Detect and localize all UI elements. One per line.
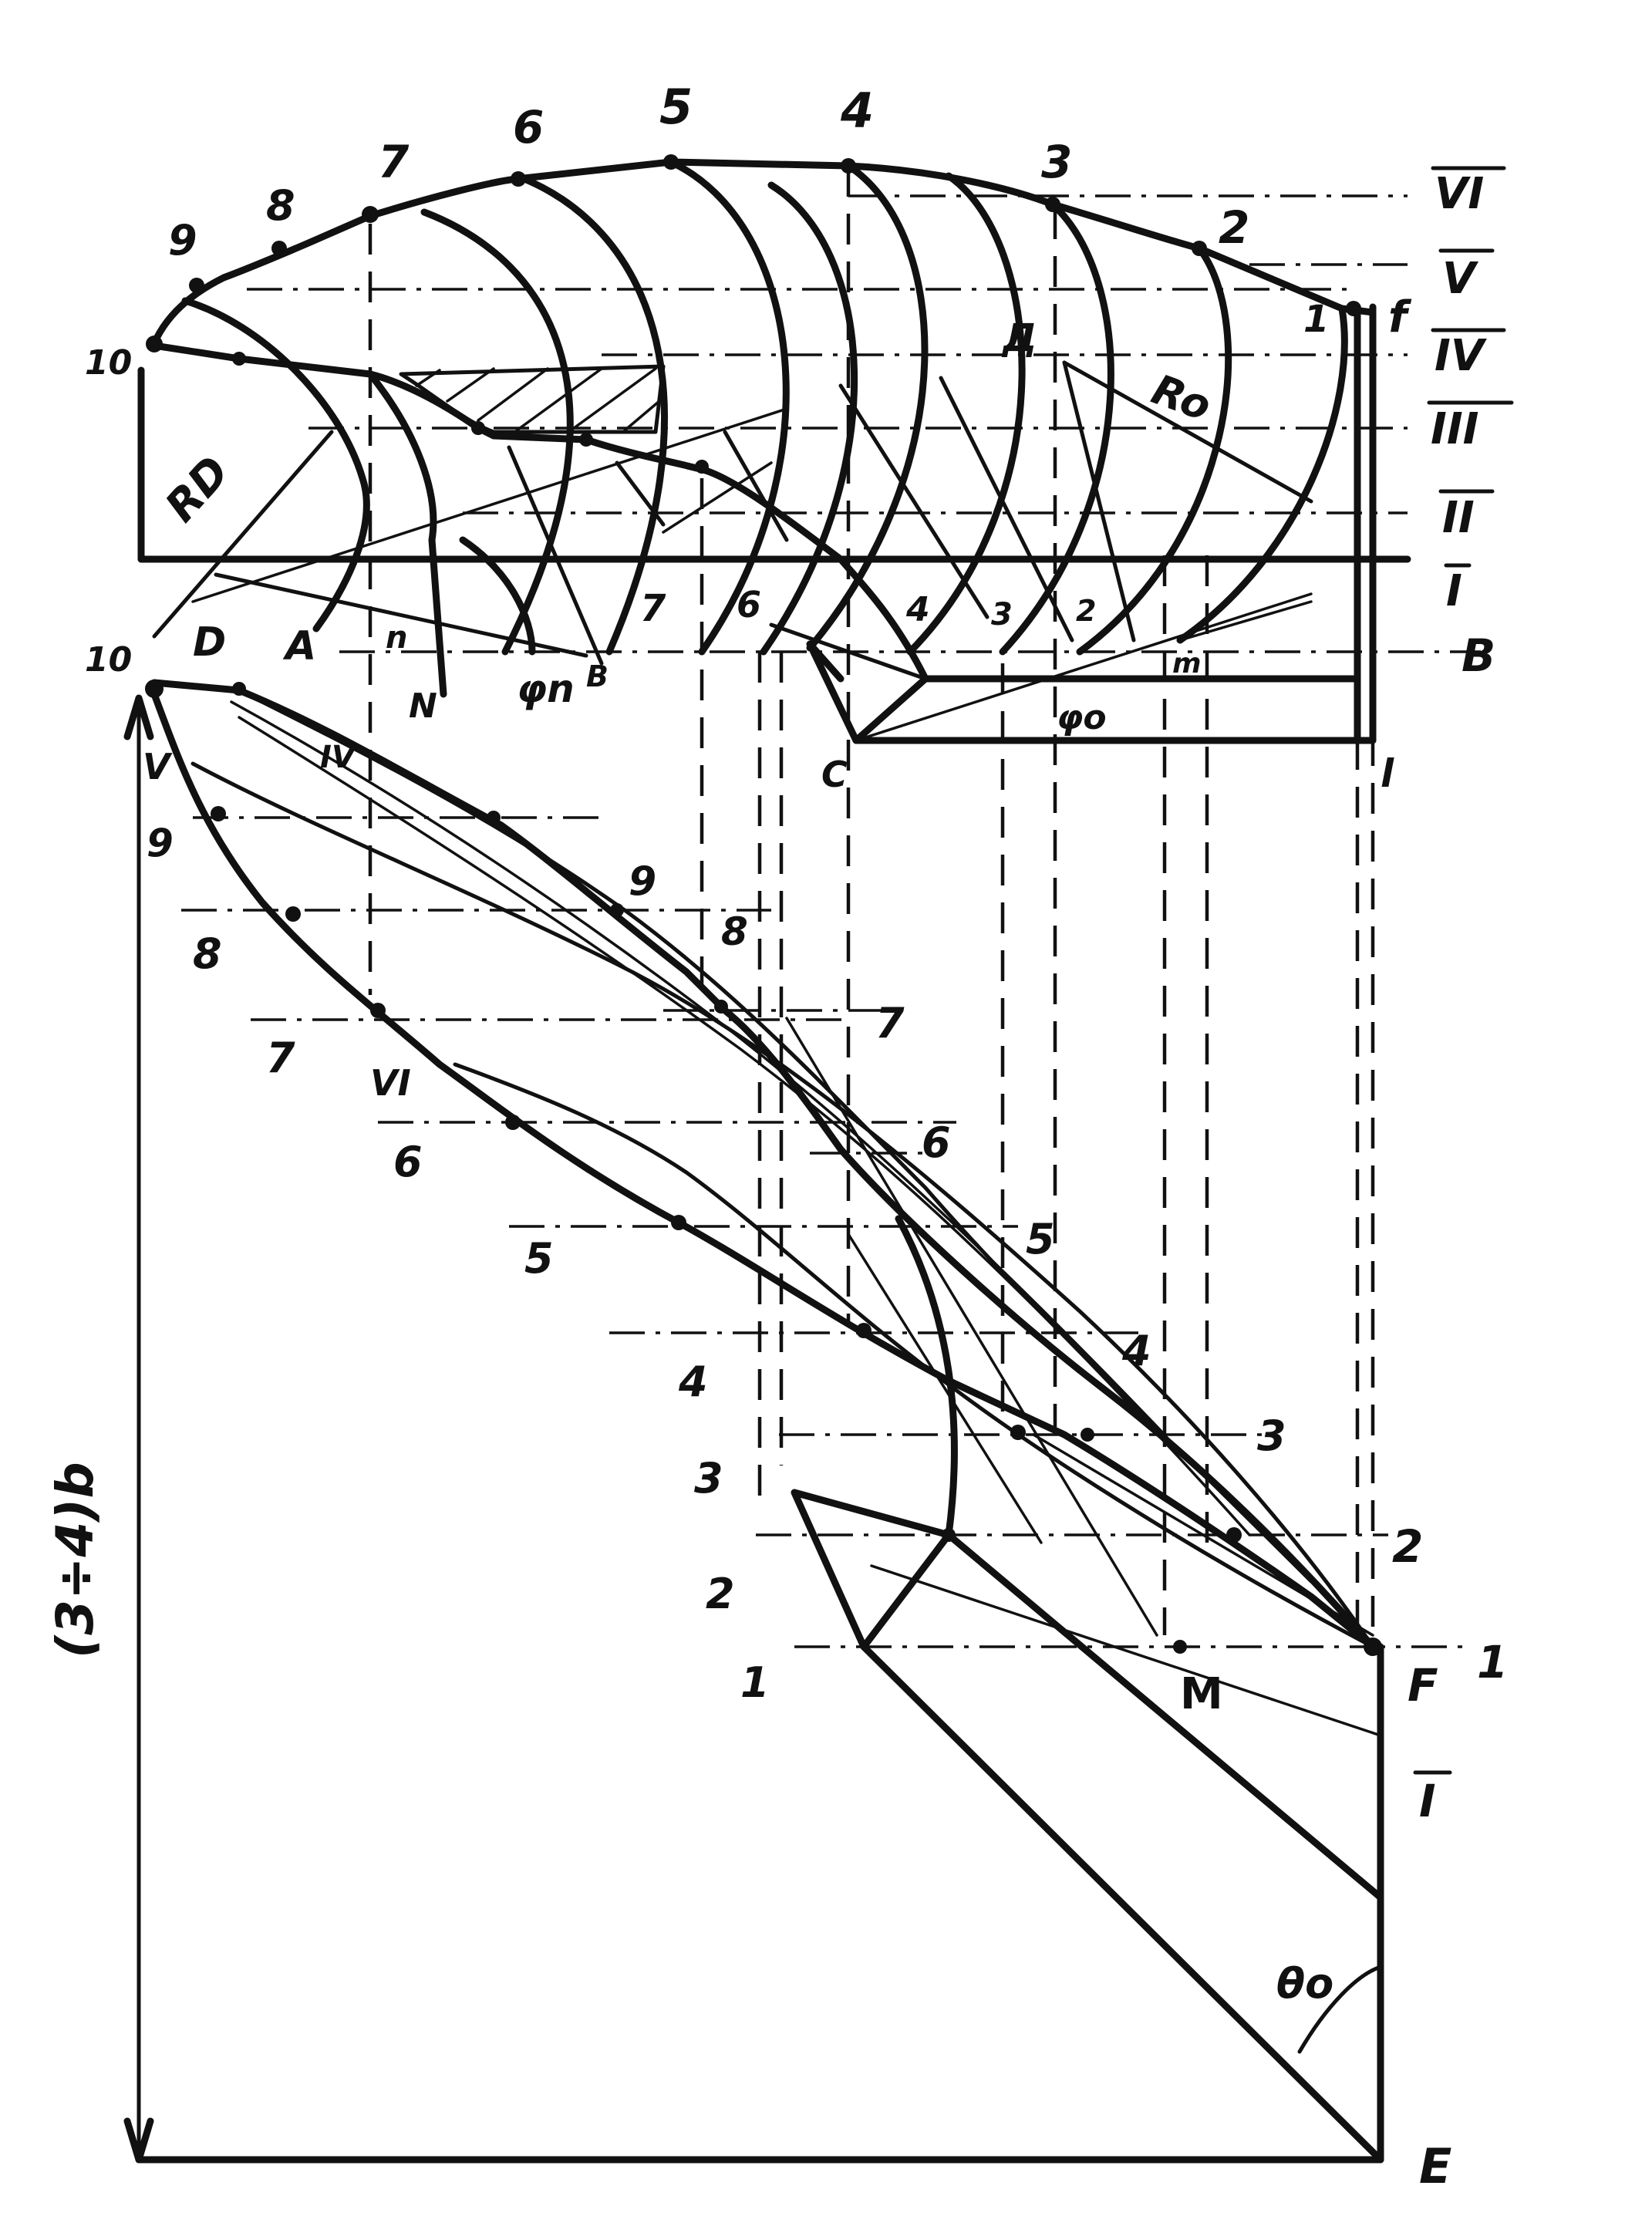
label-f: f <box>1388 292 1412 342</box>
label-C: C <box>821 754 848 795</box>
label-A: A <box>282 623 316 670</box>
helical-arcs <box>181 158 1348 698</box>
label-roman-I: I <box>1446 566 1462 616</box>
label-inner-lower-8: 8 <box>721 909 748 954</box>
theta-arc <box>1297 1965 1383 2054</box>
label-left-4: 4 <box>678 1358 708 1406</box>
label-inner-3: 3 <box>991 597 1013 632</box>
label-top-5: 5 <box>659 79 693 135</box>
label-top-7: 7 <box>378 136 410 188</box>
label-b-right: B <box>1462 629 1495 682</box>
label-left-2: 2 <box>706 1570 735 1618</box>
hatched-section <box>399 364 666 434</box>
label-inner-lower-6: 6 <box>922 1118 951 1167</box>
dimension-line <box>123 694 154 2164</box>
label-top-6: 6 <box>513 101 544 153</box>
radial-lines <box>152 360 1313 742</box>
label-r-o: Ro <box>1146 365 1218 430</box>
label-theta: θo <box>1276 1959 1333 2008</box>
tip-curve <box>791 1215 958 1651</box>
label-n: n <box>386 620 407 656</box>
label-left-9: 9 <box>147 821 174 865</box>
label-inner-lower-4: 4 <box>1121 1327 1151 1375</box>
label-left-6: 6 <box>393 1138 423 1186</box>
label-top-3: 3 <box>1041 136 1072 188</box>
label-inner-lower-5: 5 <box>1026 1215 1055 1263</box>
lower-construction-lines <box>181 816 1465 1648</box>
shank <box>785 1017 1384 2164</box>
label-inner-4: 4 <box>905 590 930 629</box>
label-ten-lower: 10 <box>85 640 132 680</box>
label-inner-lower-7: 7 <box>875 999 905 1047</box>
label-r-d: RD <box>156 447 239 531</box>
label-roman-IV: IV <box>1435 331 1488 381</box>
label-phi-o: φo <box>1057 698 1107 737</box>
label-top-4: 4 <box>840 83 874 139</box>
label-inner-lower-3: 3 <box>1257 1412 1286 1460</box>
label-M: M <box>1180 1669 1223 1719</box>
lower-helix-3 <box>237 688 1313 1584</box>
label-left-1: 1 <box>740 1658 770 1707</box>
label-F: F <box>1408 1659 1438 1712</box>
label-inner-lower-9: 9 <box>629 858 656 905</box>
label-top-10: 10 <box>85 343 132 383</box>
label-top-2: 2 <box>1219 201 1249 254</box>
label-left-3: 3 <box>694 1454 723 1503</box>
label-roman-V: V <box>1442 254 1479 304</box>
label-inner-lower-1: 1 <box>1477 1636 1508 1688</box>
label-roman-V-left: V <box>143 746 173 788</box>
label-m: m <box>1172 648 1202 680</box>
label-roman-II: II <box>1442 493 1475 543</box>
label-left-5: 5 <box>524 1234 554 1283</box>
label-inner-2: 2 <box>1076 594 1096 628</box>
label-roman-VI-left: VI <box>370 1062 411 1104</box>
label-top-8: 8 <box>266 181 295 230</box>
label-inner-7: 7 <box>640 587 666 630</box>
label-phi-n: φn <box>517 666 575 711</box>
lower-helix-4 <box>230 700 1166 1436</box>
label-top-9: 9 <box>168 216 197 265</box>
label-left-8: 8 <box>193 929 222 978</box>
label-N: N <box>409 686 437 726</box>
label-inner-lower-2: 2 <box>1392 1520 1423 1573</box>
roman-overlines <box>1427 166 1514 568</box>
label-E: E <box>1419 2138 1451 2194</box>
label-l: l <box>1381 751 1394 796</box>
label-roman-III: III <box>1431 404 1479 454</box>
label-B-small: B <box>586 659 609 693</box>
label-I-low: I <box>1419 1775 1436 1827</box>
outer-contour <box>150 158 1377 347</box>
label-D: D <box>193 619 226 666</box>
lower-inner-contour <box>150 679 1377 1651</box>
label-roman-IV-left: IV <box>320 740 358 775</box>
label-d-cyr: Д <box>1001 315 1037 360</box>
lower-helix-5 <box>238 716 1251 1536</box>
lower-outer-contour <box>150 690 1377 1651</box>
point-markers <box>145 154 1382 1656</box>
label-inner-6: 6 <box>737 584 761 626</box>
label-dimension: (3÷4)b <box>46 1462 105 1658</box>
label-left-7: 7 <box>266 1034 295 1082</box>
label-roman-VI: VI <box>1435 169 1484 219</box>
labels: 10 9 8 7 6 5 4 3 2 1 VI V IV III II I f … <box>46 79 1514 2194</box>
label-top-1: 1 <box>1303 298 1329 341</box>
lower-helix-2 <box>453 1062 1375 1649</box>
